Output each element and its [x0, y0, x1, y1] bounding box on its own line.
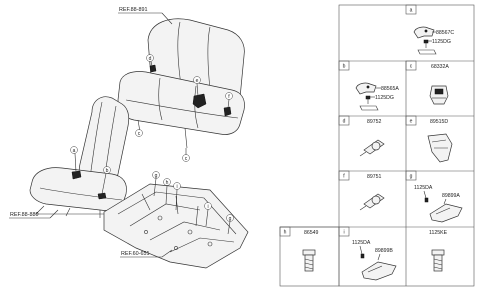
- panel-k: 1125KE: [429, 230, 448, 272]
- svg-text:89751: 89751: [367, 174, 382, 180]
- svg-text:REF.88-880: REF.88-880: [10, 212, 38, 218]
- svg-text:i: i: [207, 204, 208, 210]
- svg-text:88567C: 88567C: [436, 30, 454, 36]
- svg-text:c: c: [138, 131, 141, 137]
- svg-text:i: i: [176, 184, 177, 190]
- svg-text:e: e: [196, 78, 199, 84]
- svg-text:c: c: [410, 64, 413, 70]
- svg-text:d: d: [343, 119, 346, 125]
- ref-bottom-label: REF.60-651: [120, 249, 173, 258]
- callout-g-1: g: [152, 171, 160, 197]
- panel-e: e 89515D: [405, 115, 453, 163]
- svg-text:REF.88-891: REF.88-891: [119, 7, 147, 13]
- panel-b: b 88565A 1125DG: [338, 60, 399, 111]
- svg-text:68332A: 68332A: [431, 64, 449, 70]
- svg-text:f: f: [343, 174, 345, 180]
- panel-a: a 88567C 1125DG: [405, 4, 454, 55]
- svg-text:g: g: [410, 174, 413, 180]
- callout-e: e: [193, 76, 201, 97]
- callout-f: f: [225, 92, 233, 109]
- panel-c: c 68332A: [405, 60, 449, 105]
- callout-d: d: [146, 54, 154, 67]
- svg-text:b: b: [343, 64, 346, 70]
- svg-text:c: c: [185, 156, 188, 162]
- callout-h: h: [163, 178, 171, 205]
- panel-h: h 86549: [279, 226, 319, 272]
- svg-text:89899A: 89899A: [442, 193, 460, 199]
- svg-text:1125DA: 1125DA: [352, 240, 371, 246]
- panel-d: d 89752: [338, 115, 385, 157]
- ref-top-label: REF.88-891: [118, 7, 173, 25]
- svg-text:1125DG: 1125DG: [432, 39, 451, 45]
- svg-text:1125DA: 1125DA: [414, 185, 433, 191]
- svg-text:a: a: [410, 8, 413, 14]
- svg-text:1125KE: 1125KE: [429, 230, 448, 236]
- panel-g: g 1125DA 89899A: [405, 170, 463, 223]
- svg-text:g: g: [229, 216, 232, 222]
- svg-text:89515D: 89515D: [430, 119, 448, 125]
- floor-panel: [103, 183, 249, 269]
- svg-text:b: b: [106, 168, 109, 174]
- callout-c-2: c: [182, 148, 190, 162]
- svg-text:h: h: [166, 180, 169, 186]
- callout-b: b: [101, 166, 111, 195]
- rear-seat: [117, 18, 245, 149]
- svg-text:h: h: [284, 230, 287, 236]
- svg-text:88565A: 88565A: [381, 86, 399, 92]
- callout-c-1: c: [135, 129, 143, 137]
- svg-text:i: i: [343, 230, 344, 236]
- callout-a: a: [70, 146, 78, 173]
- callout-i-1: i: [173, 182, 181, 211]
- svg-text:86549: 86549: [304, 230, 319, 236]
- panel-i: i 1125DA 89899B: [338, 226, 397, 281]
- svg-text:1125DG: 1125DG: [375, 95, 394, 101]
- svg-text:a: a: [73, 148, 76, 154]
- panel-f: f 89751: [338, 170, 385, 211]
- svg-text:g: g: [155, 173, 158, 179]
- svg-text:e: e: [410, 119, 413, 125]
- front-seat: [29, 96, 130, 218]
- svg-text:d: d: [149, 56, 152, 62]
- svg-text:REF.60-651: REF.60-651: [121, 251, 149, 257]
- svg-text:f: f: [228, 94, 230, 100]
- ref-mid-label: REF.88-880: [9, 209, 59, 219]
- svg-text:89899B: 89899B: [375, 248, 393, 254]
- callout-i-2: i: [204, 202, 212, 227]
- svg-text:89752: 89752: [367, 119, 382, 125]
- callout-g-2: g: [226, 214, 234, 235]
